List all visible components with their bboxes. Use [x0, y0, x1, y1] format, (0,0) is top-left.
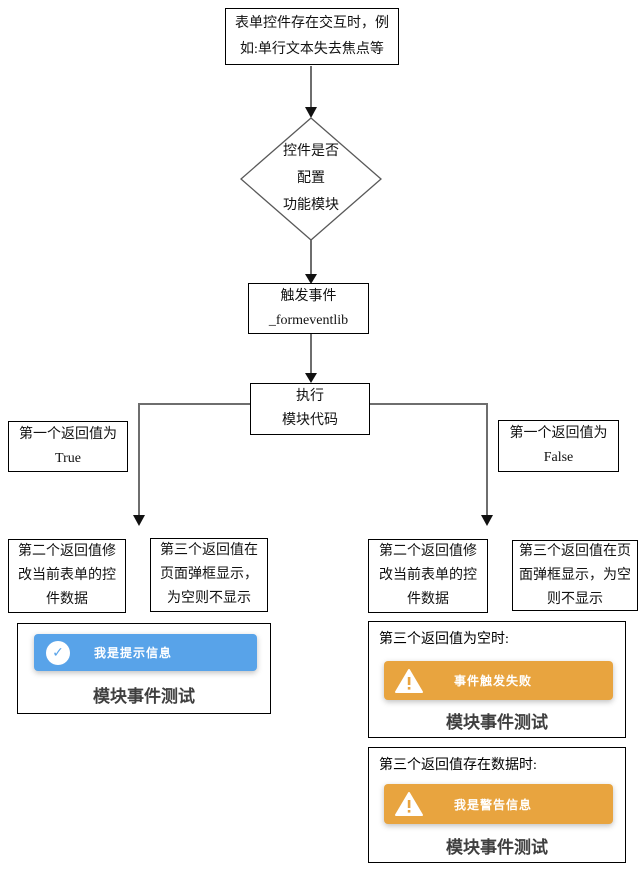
start-box-label: 表单控件存在交互时，例如:单行文本失去焦点等: [235, 15, 389, 57]
arrowhead-icon: [305, 107, 317, 118]
warning-triangle-icon: [394, 791, 424, 817]
warning-data-toast: 我是警告信息: [384, 784, 613, 824]
arrowhead-icon: [305, 373, 317, 383]
third-return-left-box: 第三个返回值在页面弹框显示，为空则不显示: [150, 538, 268, 612]
warning-data-toast-text: 我是警告信息: [454, 797, 533, 812]
module-event-test-caption: 模块事件测试: [446, 713, 548, 732]
true-line2: True: [55, 450, 81, 466]
module-event-test-caption: 模块事件测试: [93, 687, 195, 706]
false-line1: 第一个返回值为: [509, 426, 608, 441]
execute-line2: 模块代码: [282, 413, 338, 428]
false-line2: False: [543, 450, 574, 465]
check-circle-icon: ✓: [46, 640, 70, 665]
trigger-line2: _formeventlib: [268, 312, 349, 328]
execute-line1: 执行: [296, 389, 324, 404]
second-return-right-label: 第二个返回值修改当前表单的控件数据: [379, 544, 477, 607]
execute-box: 执行 模块代码: [250, 383, 370, 435]
warning-data-panel: 第三个返回值存在数据时: 我是警告信息 模块事件测试: [368, 747, 626, 863]
return-false-box: 第一个返回值为 False: [498, 420, 619, 472]
second-return-right-box: 第二个返回值修改当前表单的控件数据: [368, 539, 488, 613]
success-toast: ✓ 我是提示信息: [34, 634, 257, 671]
decision-line3: 功能模块: [283, 198, 339, 213]
trigger-event-box: 触发事件 _formeventlib: [248, 283, 369, 334]
third-return-right-box: 第三个返回值在页面弹框显示，为空则不显示: [512, 540, 638, 611]
arrowhead-icon: [305, 274, 317, 284]
success-example-panel: ✓ 我是提示信息 模块事件测试: [17, 623, 271, 714]
second-return-left-label: 第二个返回值修改当前表单的控件数据: [18, 544, 116, 607]
decision-line1: 控件是否: [283, 144, 339, 159]
decision-label: 控件是否 配置 功能模块: [241, 141, 381, 217]
decision-line2: 配置: [297, 171, 325, 186]
third-return-right-label: 第三个返回值在页面弹框显示，为空则不显示: [519, 543, 631, 607]
warning-empty-toast-text: 事件触发失败: [454, 674, 533, 688]
warning-triangle-icon: [394, 668, 424, 694]
warning-empty-panel: 第三个返回值为空时: 事件触发失败 模块事件测试: [368, 621, 626, 738]
second-return-left-box: 第二个返回值修改当前表单的控件数据: [8, 539, 126, 613]
arrowhead-icon: [481, 515, 493, 526]
return-true-box: 第一个返回值为 True: [8, 421, 128, 472]
connector-branch-false: [369, 403, 488, 517]
warning-data-label: 第三个返回值存在数据时:: [379, 758, 537, 773]
true-line1: 第一个返回值为: [19, 426, 117, 442]
success-toast-text: 我是提示信息: [94, 646, 173, 660]
warning-empty-toast: 事件触发失败: [384, 661, 613, 700]
module-event-test-caption: 模块事件测试: [446, 838, 548, 857]
start-box: 表单控件存在交互时，例如:单行文本失去焦点等: [225, 8, 399, 65]
connector-branch-true: [138, 403, 250, 517]
warning-empty-label: 第三个返回值为空时:: [379, 632, 509, 647]
arrowhead-icon: [133, 515, 145, 526]
trigger-line1: 触发事件: [280, 288, 337, 304]
third-return-left-label: 第三个返回值在页面弹框显示，为空则不显示: [160, 543, 258, 606]
